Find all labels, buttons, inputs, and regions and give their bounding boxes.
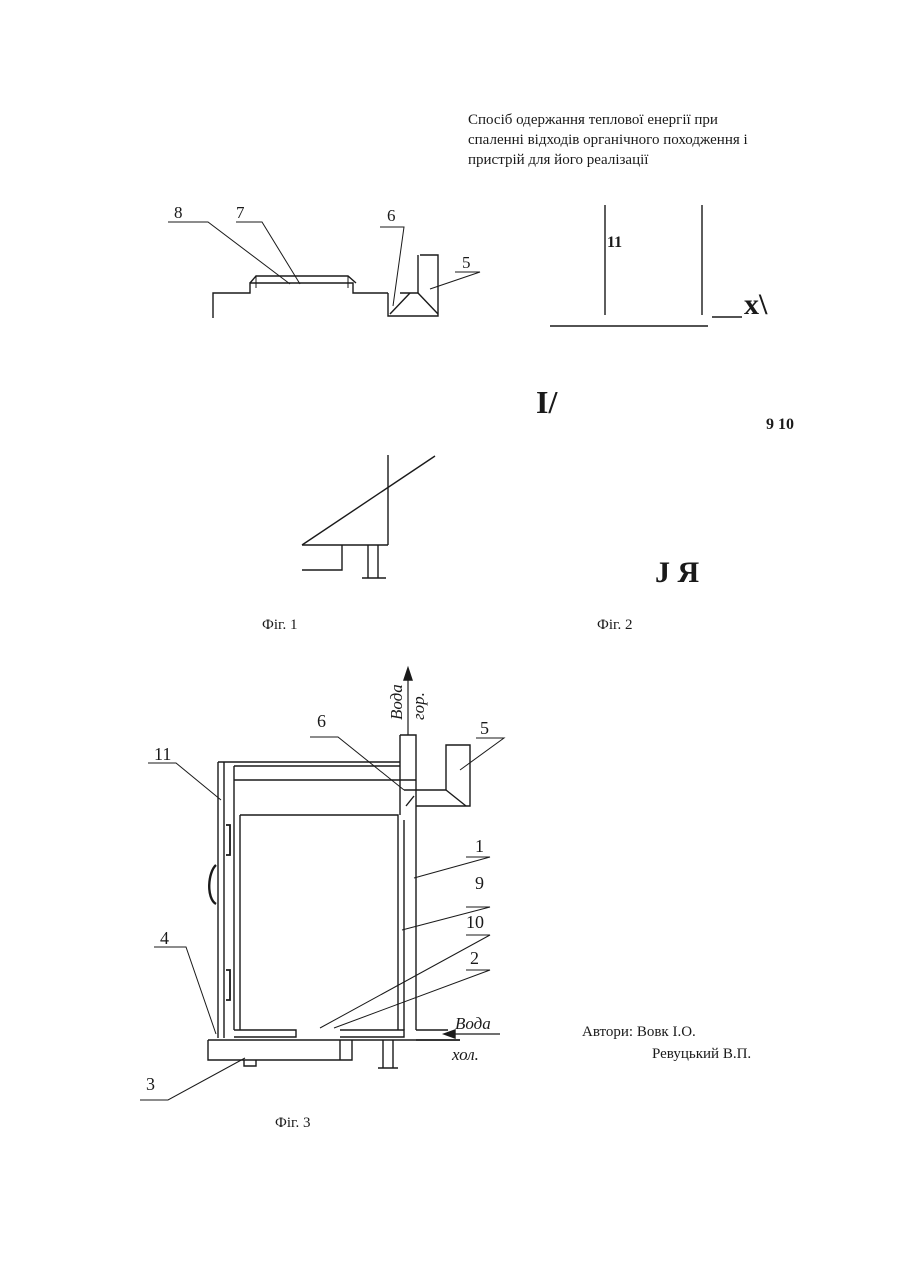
fig2-fragment-x: x\ [744,288,768,321]
hot-water-word: Вода [387,684,406,720]
fig1-label-7: 7 [236,203,245,222]
author-1: Вовк І.О. [637,1024,696,1040]
fig1-label-8: 8 [174,203,183,222]
fig3-label-10: 10 [466,912,484,932]
fig1-label-6: 6 [387,206,396,225]
fig3-label-5: 5 [480,718,489,738]
fig2-drawing [550,205,742,326]
fig3-label-6: 6 [317,711,326,731]
cold-water-word: Вода [455,1014,491,1033]
fig2-caption: Фіг. 2 [597,617,632,634]
fig2-fragment-jya: J Я [655,556,700,589]
fig3-label-9: 9 [475,873,484,893]
fig2-label-9-10: 9 10 [766,416,794,433]
fig3-drawing [140,668,504,1100]
fig2-fragment-i: I/ [536,384,558,420]
fig3-label-4: 4 [160,928,169,948]
hot-water-abbr: гор. [409,692,428,720]
fig1-caption: Фіг. 1 [262,617,297,634]
cold-water-abbr: хол. [451,1045,479,1064]
author-2: Ревуцький В.П. [652,1046,751,1062]
fig3-label-2: 2 [470,948,479,968]
fig1-drawing [168,222,480,578]
fig2-label-11: 11 [607,234,622,251]
fig3-label-3: 3 [146,1074,155,1094]
fig3-caption: Фіг. 3 [275,1115,310,1132]
fig1-label-5: 5 [462,253,471,272]
authors-block: Автори: Вовк І.О. Ревуцький В.П. [582,1021,751,1065]
fig3-label-1: 1 [475,836,484,856]
fig3-label-11: 11 [154,744,171,764]
authors-label: Автори: [582,1024,633,1040]
